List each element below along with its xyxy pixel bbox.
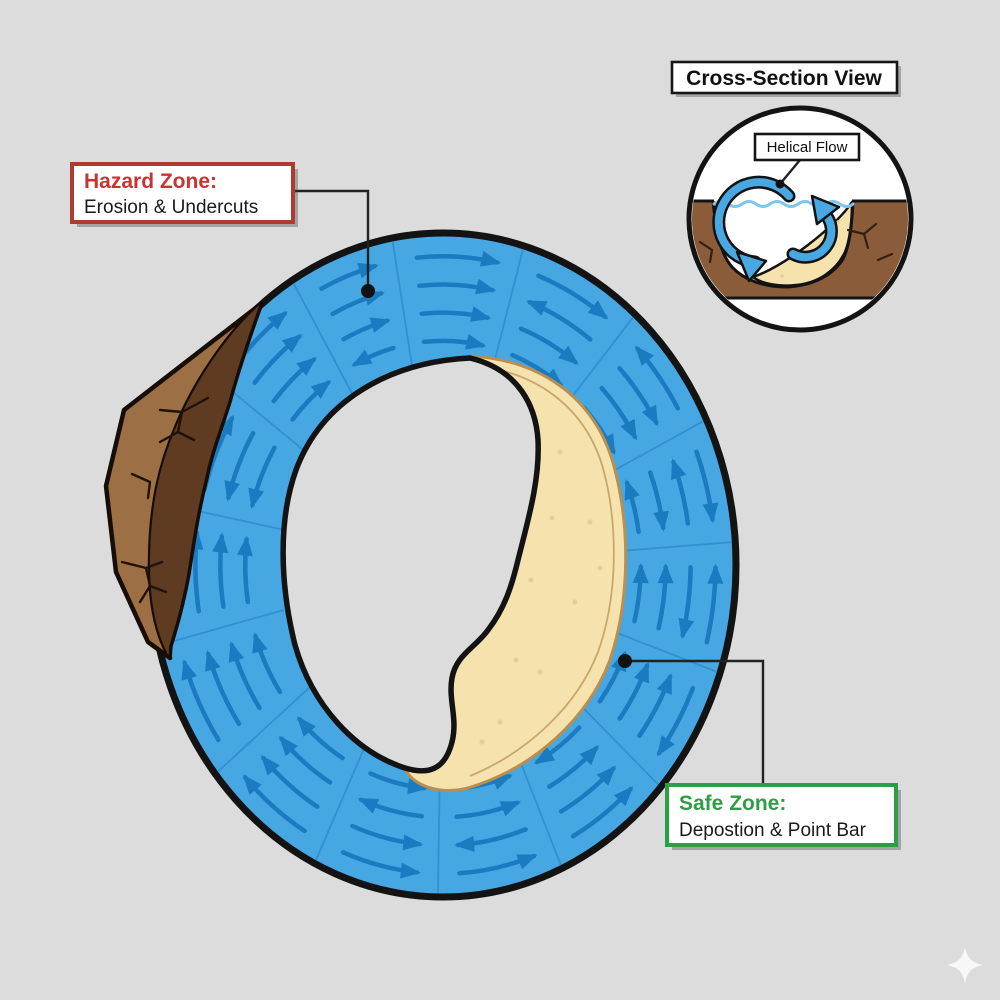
hazard-callout-line (293, 189, 370, 291)
inset-crack (846, 222, 878, 250)
inset-crack (698, 240, 714, 264)
inner-loop-area (280, 355, 541, 774)
river-meander-ring (103, 229, 740, 901)
inset-water-surface (712, 200, 855, 208)
helical-flow-arrows (712, 175, 841, 283)
bank-crack (158, 396, 210, 444)
helical-callout-dot (775, 179, 785, 189)
hazard-zone-annotation: Hazard Zone: Erosion & Undercuts (70, 162, 375, 298)
inset-title: Cross-Section View (686, 67, 882, 90)
safe-callout-line (625, 659, 765, 785)
inset-point-bar (751, 200, 854, 287)
safe-label-box (665, 783, 898, 847)
hazard-label-subtitle: Erosion & Undercuts (84, 197, 258, 218)
safe-label-title: Safe Zone: (679, 792, 786, 815)
safe-zone-annotation: Safe Zone: Depostion & Point Bar (618, 654, 901, 850)
helical-callout-line (779, 159, 801, 185)
inset-scene (692, 175, 908, 300)
hazard-label-title: Hazard Zone: (84, 170, 217, 193)
hazard-callout-dot (361, 284, 375, 298)
bank-crack (130, 472, 152, 500)
inset-crack (876, 252, 894, 262)
sparkle-icon (947, 947, 983, 983)
safe-callout-dot (618, 654, 632, 668)
inset-title-box (670, 60, 899, 95)
cross-section-inset: Cross-Section View (670, 60, 914, 333)
cut-bank (103, 300, 265, 661)
hazard-label-box (70, 162, 295, 224)
helical-flow-box (753, 132, 861, 162)
bank-crack (120, 560, 168, 604)
safe-label-subtitle: Depostion & Point Bar (679, 820, 867, 841)
helical-flow-label: Helical Flow (767, 139, 848, 156)
